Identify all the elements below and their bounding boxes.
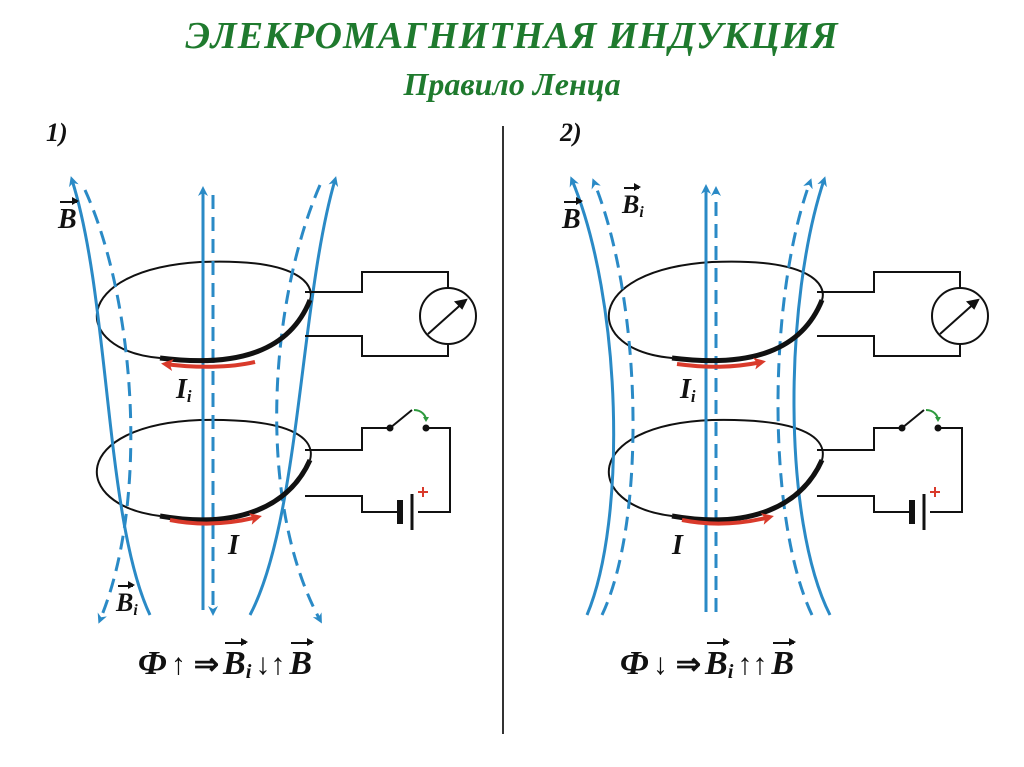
- panel-2-diagram: [569, 176, 989, 616]
- panel-2-current-label: I: [672, 530, 683, 561]
- panel-1-induced-current-label: Ii: [176, 374, 192, 406]
- panel-1-number: 1): [46, 118, 68, 147]
- panel-1-induced-field-label: Bi: [116, 581, 138, 619]
- source-current-arrow: [681, 513, 774, 526]
- panel-2-induced-field-label: Bi: [622, 183, 644, 221]
- panel-2-induced-current-label: Ii: [680, 374, 696, 406]
- switch-icon: [389, 409, 413, 429]
- induced-current-arrow: [676, 357, 766, 370]
- induced-current-arrow: [161, 359, 256, 372]
- panel-1-diagram: [69, 176, 477, 624]
- lower-loop-back: [607, 418, 824, 517]
- panel-2-number: 2): [560, 118, 582, 147]
- page-subtitle: Правило Ленца: [403, 66, 621, 102]
- battery-switch-circuit: [817, 409, 963, 530]
- page-title: ЭЛЕКРОМАГНИТНАЯ ИНДУКЦИЯ: [185, 15, 839, 57]
- panel-divider: [502, 126, 504, 734]
- upper-loop-back: [95, 260, 312, 359]
- lower-loop-back: [95, 418, 312, 517]
- field-lines-induced-bi: [83, 184, 322, 624]
- panel-2-field-label: B: [562, 197, 583, 235]
- battery-switch-circuit: [305, 409, 451, 530]
- upper-loop-front: [159, 299, 313, 364]
- upper-loop-back: [607, 260, 824, 359]
- panel-1-field-label: B: [58, 197, 79, 235]
- field-lines-induced-bi: [591, 178, 814, 616]
- battery-plus-sign: [930, 487, 940, 497]
- upper-loop-front: [671, 299, 825, 364]
- source-current-arrow: [169, 513, 262, 526]
- field-lines-external-b: [69, 176, 339, 616]
- galvanometer-circuit: [817, 271, 989, 357]
- panel-1-current-label: I: [228, 530, 239, 561]
- switch-icon: [901, 409, 925, 429]
- galvanometer-circuit: [305, 271, 477, 357]
- field-lines-external-b: [569, 176, 832, 616]
- battery-plus-sign: [418, 487, 428, 497]
- lower-loop-front: [159, 458, 313, 523]
- panel-2-formula: Ф↓⇒Bi↑↑B: [620, 638, 796, 683]
- panel-1-formula: Ф↑⇒Bi↓↑B: [138, 638, 314, 683]
- lower-loop-front: [671, 458, 825, 523]
